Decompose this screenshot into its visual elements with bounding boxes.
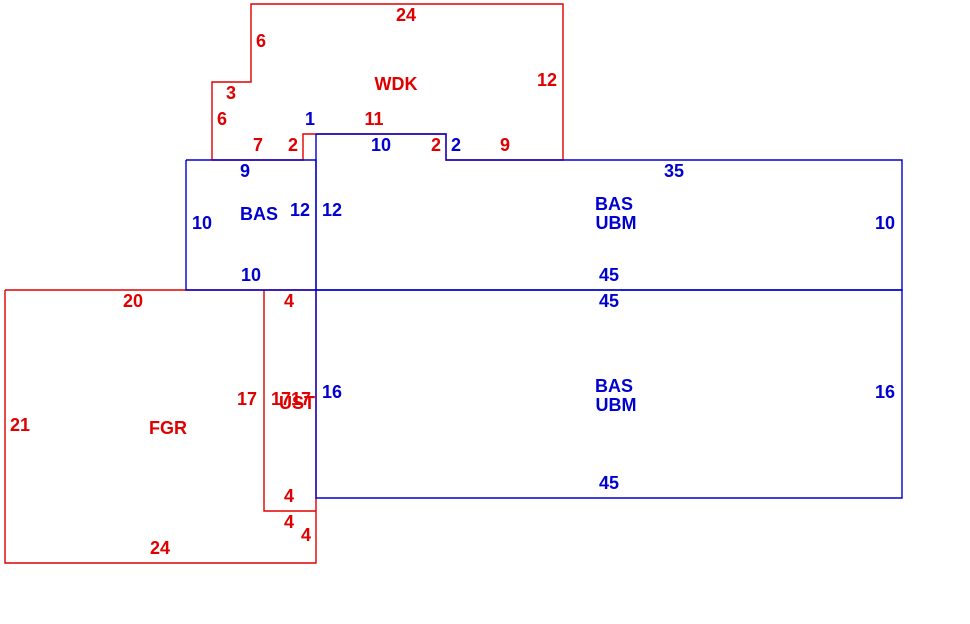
ust-area-label: UST — [279, 393, 315, 413]
dim-ubm-lower-right: 16 — [875, 382, 895, 402]
dim-ust-top: 4 — [284, 291, 294, 311]
dim-bas-top-mid: 10 — [371, 135, 391, 155]
dim-bas-jog-right: 2 — [451, 135, 461, 155]
dim-wdk-left-lower: 6 — [217, 109, 227, 129]
dim-wdk-top: 24 — [396, 5, 416, 25]
bas-ubm-upper-label-line1: BAS — [595, 194, 633, 214]
dim-wdk-bottom-left: 7 — [253, 135, 263, 155]
bas-ubm-lower-outline — [315, 289, 903, 499]
dim-fgr-top: 20 — [123, 291, 143, 311]
dim-wdk-notch-top: 11 — [364, 109, 383, 129]
dim-wdk-left-upper: 6 — [256, 31, 266, 51]
dim-fgr-corner-a: 4 — [284, 512, 294, 532]
bas-ubm-lower-label-line2: UBM — [596, 395, 637, 415]
dim-ubm-upper-right: 10 — [875, 213, 895, 233]
dim-wdk-right: 12 — [537, 70, 557, 90]
dim-ust-bottom: 4 — [284, 486, 294, 506]
dim-ubm-lower-left: 16 — [322, 382, 342, 402]
dim-ust-right: 17 — [291, 389, 311, 409]
bas-ubm-upper-label-line2: UBM — [596, 213, 637, 233]
dim-ubm-upper-bottom: 45 — [599, 265, 619, 285]
dim-bas-small-right: 12 — [290, 200, 310, 220]
dim-bas-small-bottom: 10 — [241, 265, 261, 285]
dim-ubm-upper-left: 12 — [322, 200, 342, 220]
dim-ust-left: 17 — [271, 389, 291, 409]
ust-outline — [263, 290, 316, 512]
dim-wdk-bottom-right: 9 — [500, 135, 510, 155]
wdk-area-label: WDK — [375, 74, 418, 94]
dim-wdk-notch-left: 2 — [288, 135, 298, 155]
dim-fgr-left: 21 — [10, 415, 30, 435]
dim-ubm-upper-top: 35 — [664, 161, 684, 181]
bas-ubm-lower-label-line1: BAS — [595, 376, 633, 396]
dim-wdk-step: 3 — [226, 83, 236, 103]
fgr-area-label: FGR — [149, 418, 187, 438]
dim-bas-top-jog: 1 — [305, 109, 315, 129]
dim-ubm-lower-top: 45 — [599, 291, 619, 311]
dim-fgr-bottom: 24 — [150, 538, 170, 558]
bas-small-area-label: BAS — [240, 204, 278, 224]
dim-fgr-inner: 17 — [237, 389, 257, 409]
dim-bas-small-left: 10 — [192, 213, 212, 233]
dim-ubm-lower-bottom: 45 — [599, 473, 619, 493]
dim-fgr-corner-b: 4 — [301, 525, 311, 545]
dim-bas-small-top: 9 — [240, 161, 250, 181]
dim-wdk-notch-right: 2 — [431, 135, 441, 155]
